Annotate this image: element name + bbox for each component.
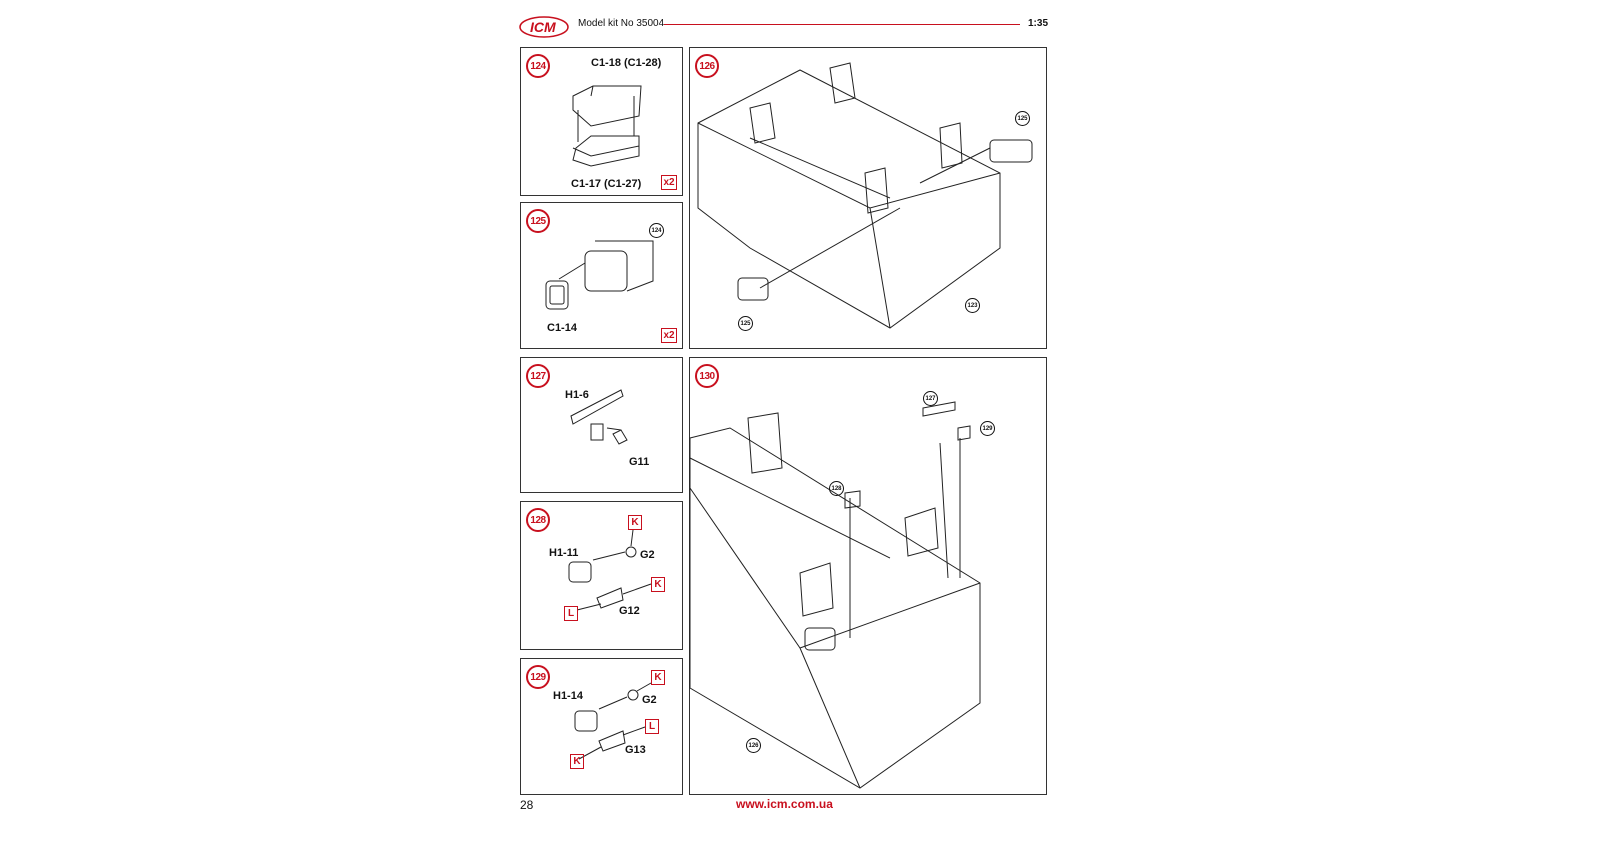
hull-drawing <box>697 62 1033 329</box>
step-127-panel: 127 H1-6 G11 <box>520 357 683 493</box>
step-129-panel: 129 K H1-14 G2 L G13 K <box>520 658 683 795</box>
multiplier-badge: x2 <box>661 328 677 343</box>
step-126-panel: 126 125 125 123 <box>689 47 1047 349</box>
part-label: G2 <box>642 694 657 706</box>
part-label: G13 <box>625 744 646 756</box>
step-number: 129 <box>526 665 550 689</box>
marker-box: L <box>645 719 659 734</box>
step-number: 124 <box>526 54 550 78</box>
step-125-panel: 125 124 C1-14 x2 <box>520 202 683 349</box>
kit-label: Model kit No 35004 <box>578 18 665 29</box>
ref-circle: 127 <box>923 391 938 406</box>
step-number: 127 <box>526 364 550 388</box>
part-label: G2 <box>640 549 655 561</box>
step-number: 126 <box>695 54 719 78</box>
part-label: H1-6 <box>565 389 589 401</box>
part-label: C1-17 (C1-27) <box>571 178 642 190</box>
step-number: 130 <box>695 364 719 388</box>
page-number: 28 <box>520 798 534 812</box>
part-label: G11 <box>629 456 650 468</box>
part-drawing <box>572 85 642 167</box>
step-number: 125 <box>526 209 550 233</box>
marker-box: K <box>570 754 584 769</box>
part-drawing <box>574 682 652 760</box>
ref-circle: 126 <box>746 738 761 753</box>
ref-circle: 125 <box>1015 111 1030 126</box>
part-drawing <box>570 389 628 445</box>
marker-box: L <box>564 606 578 621</box>
ref-circle: 123 <box>965 298 980 313</box>
marker-box: K <box>651 670 665 685</box>
part-drawing <box>568 529 652 611</box>
step-number: 128 <box>526 508 550 532</box>
part-label: H1-11 <box>549 547 579 559</box>
marker-box: K <box>651 577 665 592</box>
header-rule <box>664 24 1020 25</box>
hull-drawing <box>689 401 981 789</box>
scale-label: 1:35 <box>1028 18 1049 29</box>
ref-circle: 124 <box>649 223 664 238</box>
part-drawing <box>545 240 654 310</box>
ref-circle: 128 <box>829 481 844 496</box>
part-label: H1-14 <box>553 690 583 702</box>
part-label: G12 <box>619 605 640 617</box>
step-130-panel: 130 127 129 128 126 <box>689 357 1047 795</box>
part-label: C1-14 <box>547 322 577 334</box>
ref-circle: 129 <box>980 421 995 436</box>
multiplier-badge: x2 <box>661 175 677 190</box>
step-128-panel: 128 K H1-11 G2 K L G12 <box>520 501 683 650</box>
part-label: C1-18 (C1-28) <box>591 57 662 69</box>
website-link[interactable]: www.icm.com.ua <box>736 797 833 811</box>
marker-box: K <box>628 515 642 530</box>
ref-circle: 125 <box>738 316 753 331</box>
icm-logo: ICM <box>518 14 570 42</box>
step-124-panel: 124 C1-18 (C1-28) C1-17 (C1-27) x2 <box>520 47 683 196</box>
